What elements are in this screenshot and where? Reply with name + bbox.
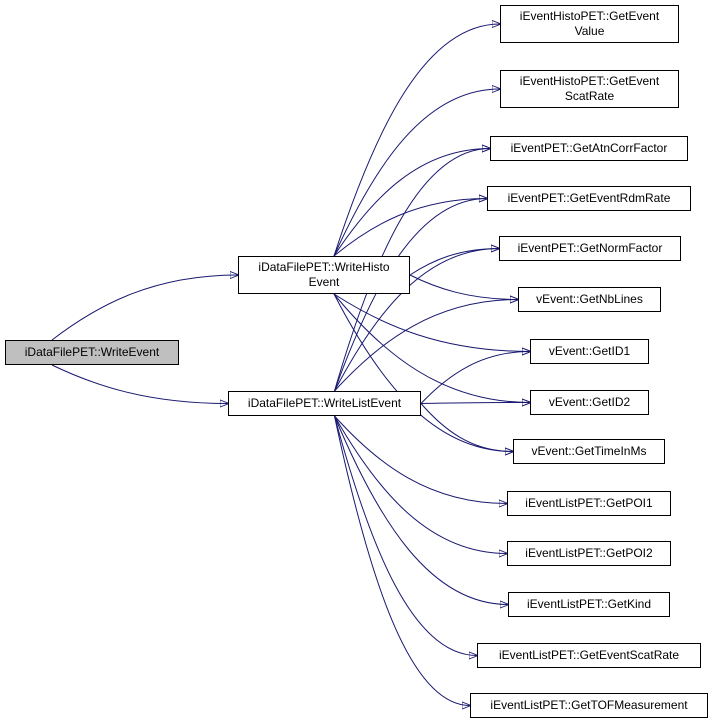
node-get-atn-corr-factor[interactable]: iEventPET::GetAtnCorrFactor	[490, 136, 688, 161]
node-list-get-poi1[interactable]: iEventListPET::GetPOI1	[507, 491, 671, 516]
node-get-event-rdm-rate[interactable]: iEventPET::GetEventRdmRate	[487, 186, 691, 211]
edge-write_list_event-to-list_get_poi1	[334, 415, 508, 504]
edge-write_histo_event-to-get_id2	[333, 293, 530, 403]
edge-write_list_event-to-get_id1	[420, 352, 530, 404]
edge-write_list_event-to-list_get_event_scat_rate	[334, 415, 478, 656]
node-get-nb-lines[interactable]: vEvent::GetNbLines	[518, 287, 661, 312]
node-list-get-kind[interactable]: iEventListPET::GetKind	[508, 592, 670, 617]
node-get-id2[interactable]: vEvent::GetID2	[530, 390, 649, 415]
edge-write_histo_event-to-histo_get_event_scat_rate	[333, 89, 500, 257]
edge-write_histo_event-to-get_nb_lines	[409, 274, 518, 300]
edge-write_histo_event-to-get_atn_corr_factor	[333, 149, 490, 257]
node-write-event[interactable]: iDataFilePET::WriteEvent	[5, 340, 179, 365]
edge-write_histo_event-to-get_time_in_ms	[333, 293, 513, 452]
edge-write_event-to-write_list_event	[51, 364, 228, 404]
edge-write_list_event-to-get_event_rdm_rate	[334, 199, 488, 392]
node-write-list-event[interactable]: iDataFilePET::WriteListEvent	[228, 391, 421, 416]
node-histo-get-event-value[interactable]: iEventHistoPET::GetEvent Value	[500, 5, 679, 43]
node-get-id1[interactable]: vEvent::GetID1	[530, 339, 649, 364]
node-get-time-in-ms[interactable]: vEvent::GetTimeInMs	[513, 439, 665, 464]
edge-write_event-to-write_histo_event	[51, 275, 238, 341]
edge-write_histo_event-to-get_id1	[333, 293, 530, 352]
edge-write_histo_event-to-get_event_rdm_rate	[333, 199, 487, 257]
edge-write_histo_event-to-get_norm_factor	[409, 249, 499, 276]
edge-write_list_event-to-list_get_tof_measurement	[334, 415, 471, 706]
node-list-get-event-scat-rate[interactable]: iEventListPET::GetEventScatRate	[477, 643, 701, 668]
node-write-histo-event[interactable]: iDataFilePET::WriteHisto Event	[238, 256, 410, 294]
node-list-get-poi2[interactable]: iEventListPET::GetPOI2	[507, 541, 671, 566]
edge-write_list_event-to-get_atn_corr_factor	[334, 149, 491, 392]
edge-write_list_event-to-get_nb_lines	[334, 300, 519, 392]
edge-write_list_event-to-get_time_in_ms	[420, 403, 513, 452]
edge-write_list_event-to-list_get_kind	[334, 415, 509, 605]
edge-write_histo_event-to-histo_get_event_value	[333, 24, 500, 257]
node-list-get-tof-measurement[interactable]: iEventListPET::GetTOFMeasurement	[470, 693, 708, 718]
edge-write_list_event-to-get_id2	[420, 403, 530, 404]
edge-write_list_event-to-list_get_poi2	[334, 415, 508, 554]
node-histo-get-event-scat-rate[interactable]: iEventHistoPET::GetEvent ScatRate	[500, 70, 679, 108]
node-get-norm-factor[interactable]: iEventPET::GetNormFactor	[499, 236, 681, 261]
